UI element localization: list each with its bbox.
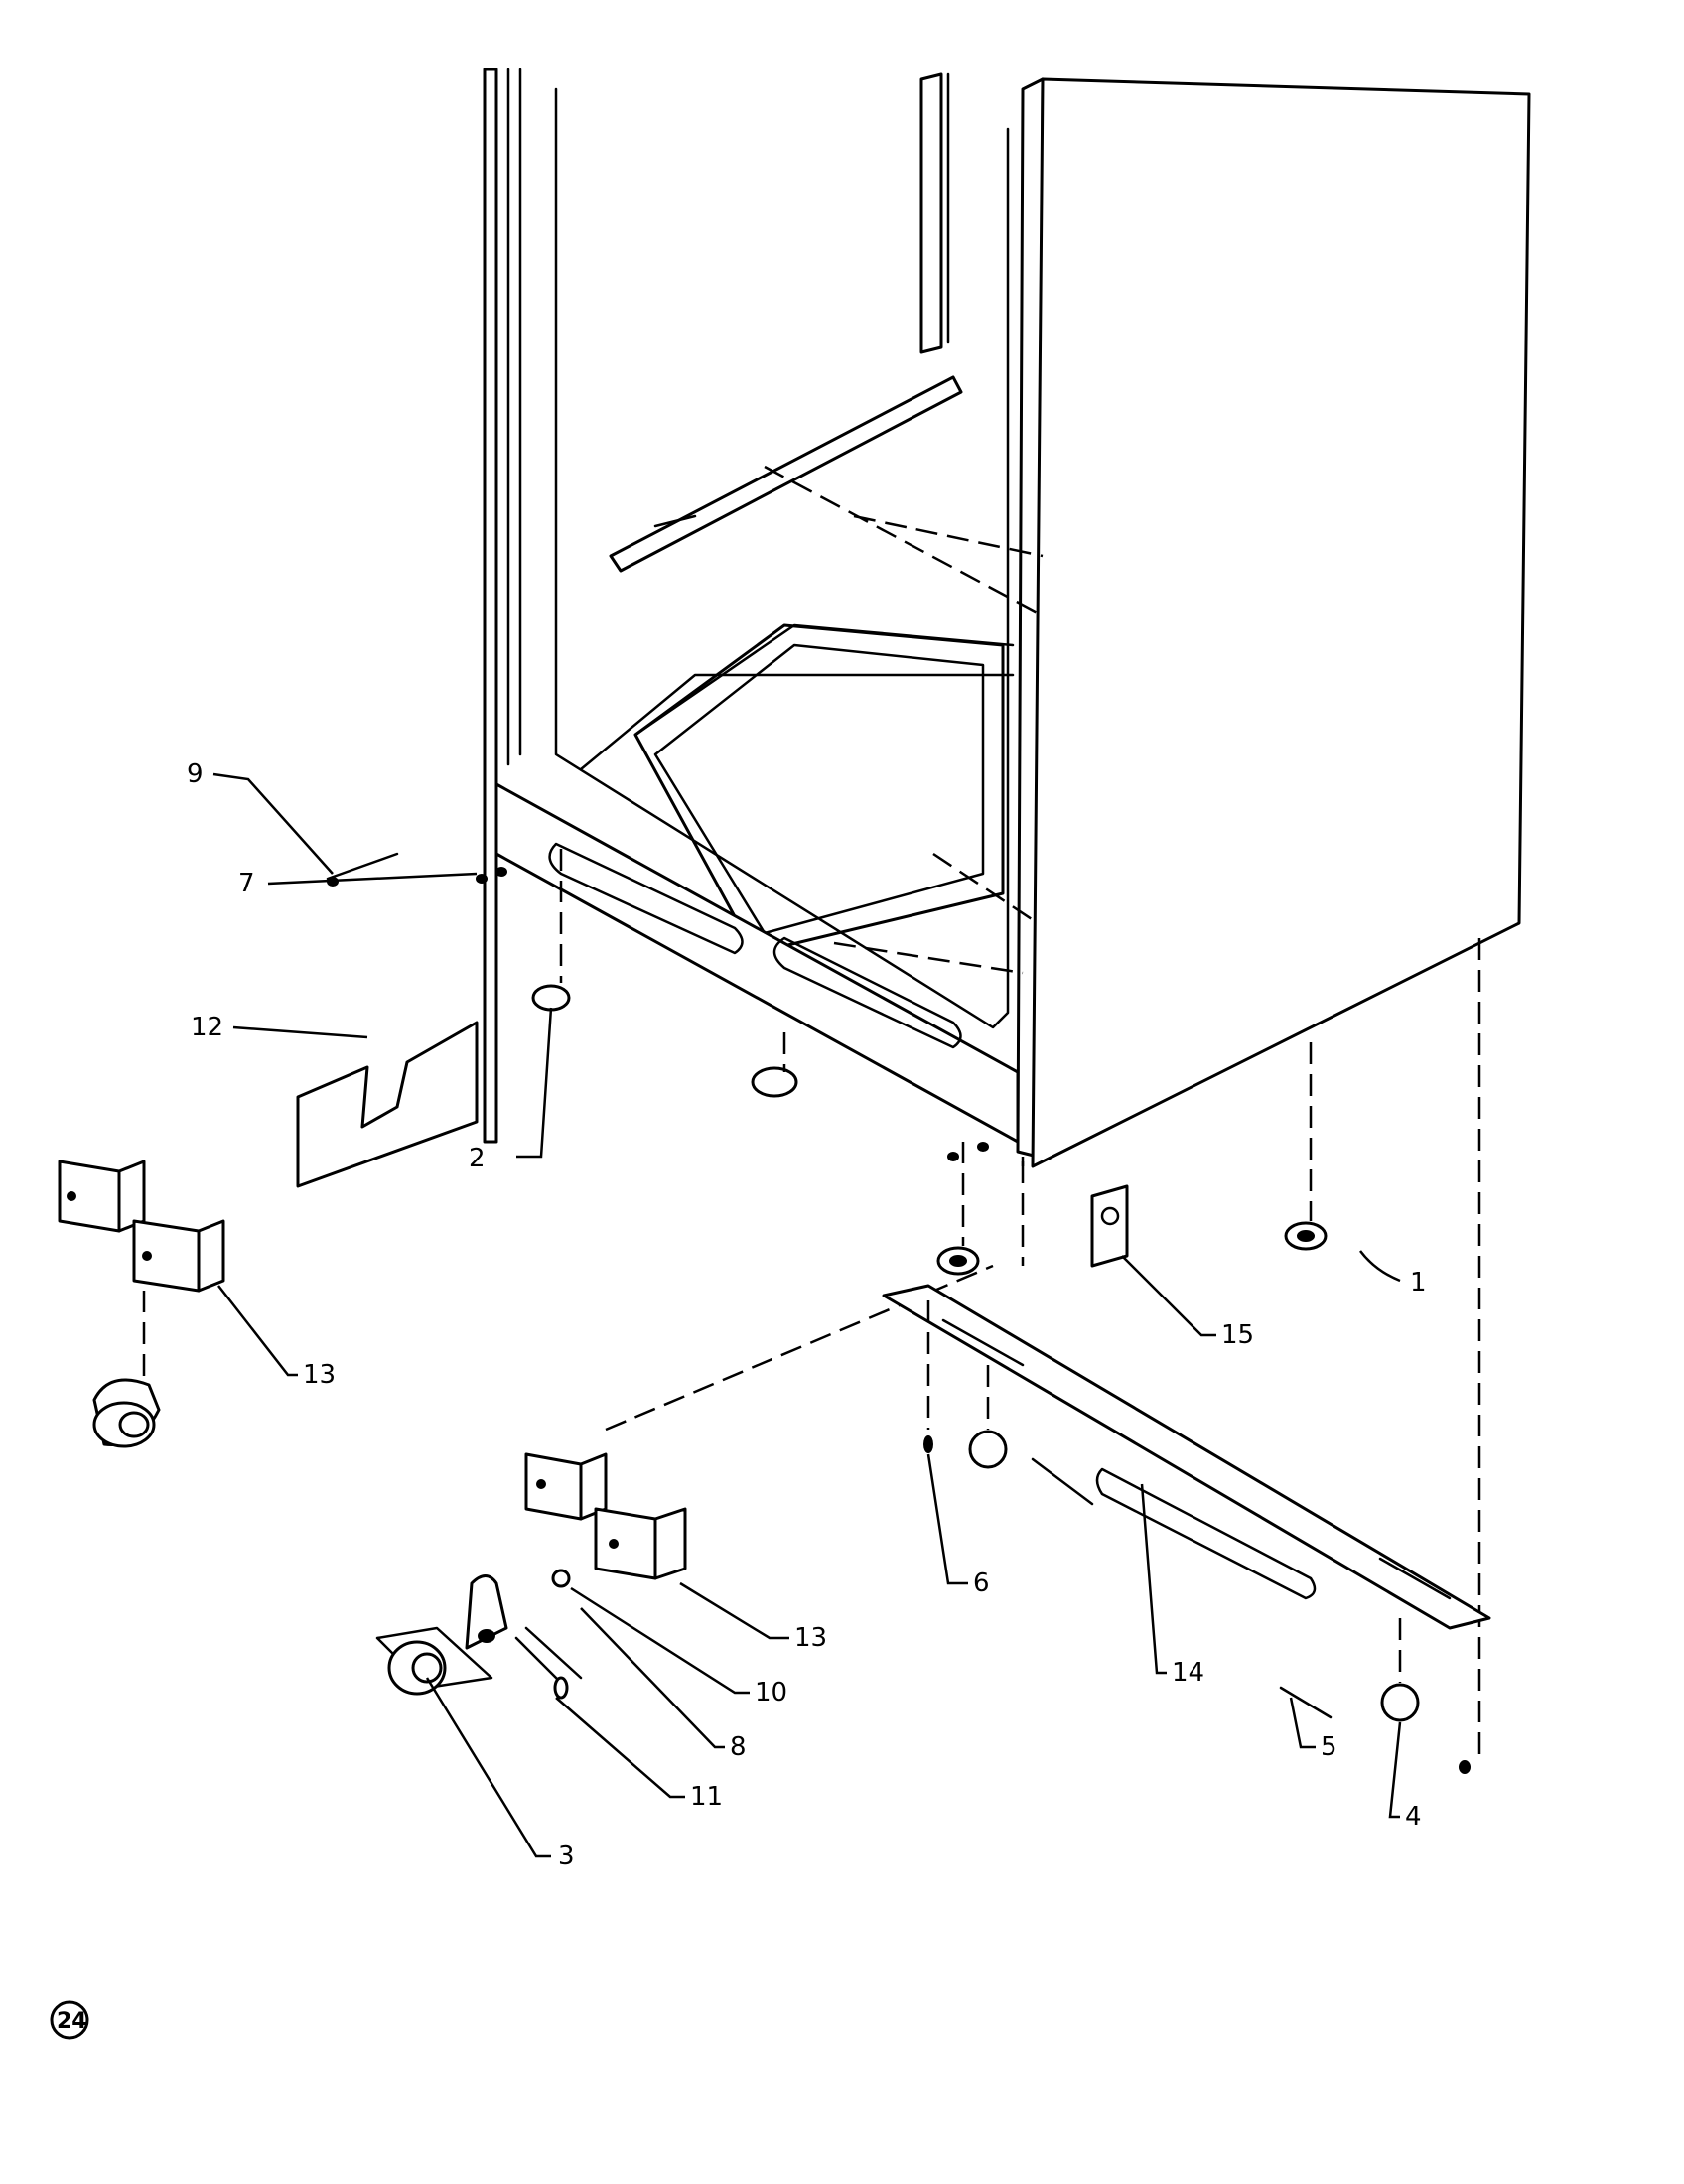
caster-wheel bbox=[375, 1569, 583, 1700]
roller-bracket-left bbox=[58, 1160, 225, 1448]
callout-2: 2 bbox=[469, 1144, 486, 1173]
callout-11: 11 bbox=[690, 1782, 723, 1812]
callout-leaders bbox=[212, 772, 1402, 1858]
callout-5: 5 bbox=[1321, 1732, 1337, 1762]
base-rail bbox=[882, 1284, 1491, 1630]
callout-6: 6 bbox=[973, 1569, 990, 1598]
callout-12: 12 bbox=[191, 1013, 223, 1042]
callout-15: 15 bbox=[1221, 1320, 1254, 1350]
callout-9: 9 bbox=[187, 759, 204, 789]
callout-1: 1 bbox=[1410, 1268, 1427, 1297]
page-badge: 24 bbox=[50, 2000, 89, 2040]
callout-4: 4 bbox=[1405, 1802, 1422, 1832]
page-badge-number: 24 bbox=[57, 2009, 87, 2034]
callout-13-center: 13 bbox=[794, 1623, 827, 1653]
mounting-plate bbox=[1090, 1184, 1129, 1268]
callout-10: 10 bbox=[755, 1678, 787, 1707]
callout-3: 3 bbox=[558, 1842, 575, 1871]
callout-8: 8 bbox=[730, 1732, 747, 1762]
callout-14: 14 bbox=[1172, 1658, 1204, 1688]
kick-plate bbox=[296, 1021, 479, 1188]
roller-bracket-center bbox=[524, 1264, 994, 1580]
cabinet bbox=[483, 68, 1531, 1168]
screws bbox=[326, 852, 1471, 1774]
callout-7: 7 bbox=[238, 869, 255, 898]
callout-13-left: 13 bbox=[303, 1360, 336, 1390]
callout-labels: 1 2 3 4 5 6 7 8 9 10 11 12 13 13 14 15 bbox=[187, 759, 1427, 1871]
